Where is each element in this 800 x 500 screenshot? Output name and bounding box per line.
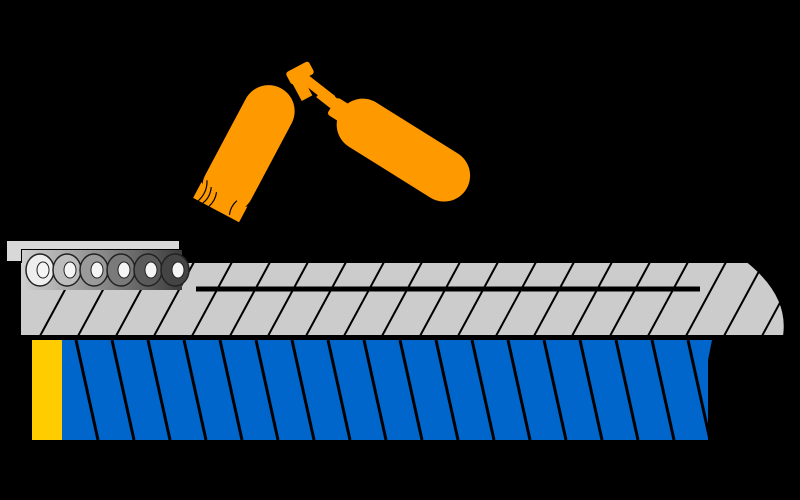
right-cylinder — [327, 98, 471, 202]
cylinder-neck — [287, 68, 313, 102]
grey-hatch-line — [305, 262, 347, 336]
roller — [160, 253, 190, 287]
connector-cap — [316, 87, 338, 109]
blue-base-slab — [62, 340, 712, 440]
blue-hatch-line — [326, 340, 352, 440]
dual-cylinder-assembly — [193, 61, 471, 223]
grey-hatch-line — [685, 262, 727, 336]
blue-hatch-line — [686, 340, 712, 440]
conveyor-barrel — [5, 239, 786, 337]
grey-hatch-line — [419, 262, 461, 336]
blue-hatch-line — [542, 340, 568, 440]
rollers — [25, 253, 190, 287]
blue-hatch-line — [434, 340, 460, 440]
blue-hatch-line — [290, 340, 316, 440]
grey-hatch-line — [343, 262, 385, 336]
blue-hatch-line — [506, 340, 532, 440]
roller — [133, 253, 163, 287]
blue-hatch-line — [218, 340, 244, 440]
grey-hatch-line — [381, 262, 423, 336]
blue-hatch-line — [146, 340, 172, 440]
grey-hatch-line — [609, 262, 651, 336]
blue-hatch-line — [470, 340, 496, 440]
blue-hatch-line — [614, 340, 640, 440]
blue-hatch-line — [650, 340, 676, 440]
blue-hatch-line — [254, 340, 280, 440]
yellow-end-strip — [32, 340, 62, 440]
grey-hatch-line — [495, 262, 537, 336]
grey-hatch-line — [571, 262, 613, 336]
blue-hatch-line — [398, 340, 424, 440]
grey-hatch-line — [457, 262, 499, 336]
grey-hatch-line — [267, 262, 309, 336]
grey-hatch-line — [191, 262, 233, 336]
roller — [79, 253, 109, 287]
blue-hatch-line — [578, 340, 604, 440]
grey-hatch-line — [533, 262, 575, 336]
blue-hatch-line — [182, 340, 208, 440]
blue-hatch-line — [74, 340, 100, 440]
grey-hatch-line — [723, 262, 765, 336]
blue-hatch-line — [110, 340, 136, 440]
roller — [25, 253, 55, 287]
grey-hatch-line — [647, 262, 689, 336]
blue-hatch-line — [362, 340, 388, 440]
left-cylinder — [193, 85, 295, 223]
roller — [52, 253, 82, 287]
grey-hatch-line — [229, 262, 271, 336]
roller — [106, 253, 136, 287]
